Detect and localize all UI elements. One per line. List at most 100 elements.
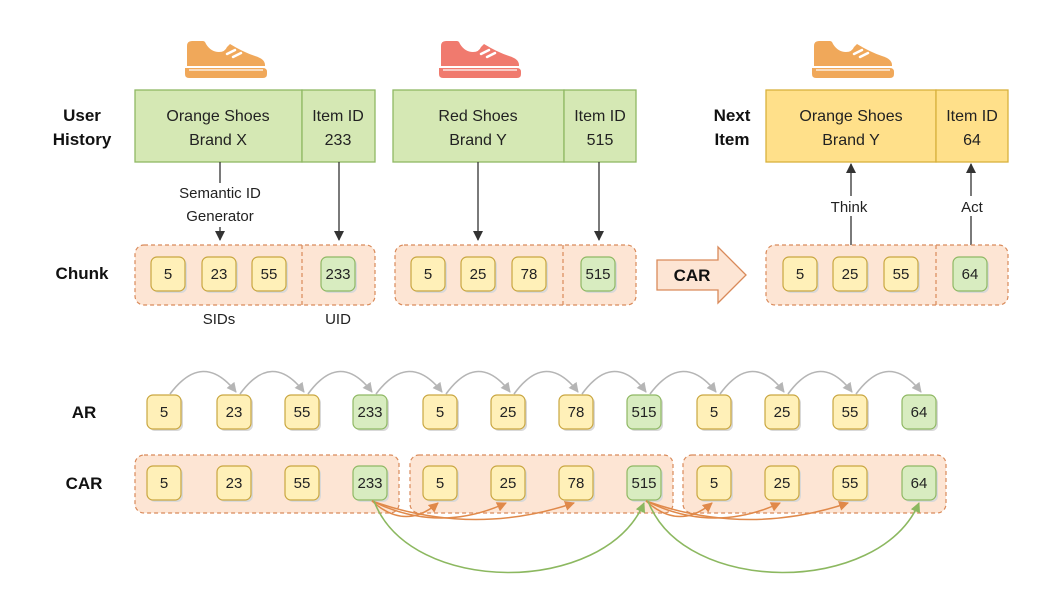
history-item-2-id-label: Item ID [574,108,626,125]
chunk-2-uid-token-label: 515 [585,266,610,283]
ar-sid-token-label: 5 [160,404,168,421]
car-sid-arrow [371,500,439,518]
ar-sid-token-label: 25 [774,404,791,421]
next-item-id: 64 [963,132,981,149]
ar-uid-token-label: 233 [357,404,382,421]
label-ar: AR [72,403,97,422]
chunk-3-uid-token-label: 64 [962,266,979,283]
ar-sid-token-label: 25 [500,404,517,421]
red-shoe-icon [439,41,521,78]
chunk-2-uid-token: 515 [580,256,617,293]
chunk-3-sid-token-label: 5 [796,266,804,283]
history-item-2-name: Red Shoes [438,108,517,125]
chunk-1-sid-token-label: 5 [164,266,172,283]
chunk-2-sid-token: 5 [410,256,447,293]
chunk-2-sid-token: 78 [511,256,548,293]
chunk-1-sid-token-label: 55 [261,266,278,283]
ar-sid-token: 25 [490,394,527,431]
label-history: History [53,130,112,149]
act-label-bg [953,196,991,216]
car-uid-arrow [373,500,646,574]
label-car: CAR [66,474,103,493]
car-uid-token: 233 [352,465,389,502]
car-sid-token: 25 [490,465,527,502]
car-uid-token-label: 515 [631,475,656,492]
chunk-2-sid-token: 25 [460,256,497,293]
ar-sid-token: 55 [284,394,321,431]
ar-sid-token-label: 5 [436,404,444,421]
ar-step-arrow [855,370,922,395]
ar-sid-token-label: 5 [710,404,718,421]
chunk-3-sid-token: 55 [883,256,920,293]
next-item-id-label: Item ID [946,108,998,125]
label-item: Item [715,130,750,149]
semantic-id-label-bg [168,183,274,227]
car-sid-token: 5 [696,465,733,502]
chunk-2-sid-token-label: 78 [521,266,538,283]
history-item-2-id: 515 [587,132,614,149]
label-user: User [63,106,101,125]
ar-sid-token: 55 [832,394,869,431]
history-item-1-id: 233 [325,132,352,149]
ar-sid-token-label: 55 [842,404,859,421]
chunk-2-sid-token-label: 5 [424,266,432,283]
car-sid-token-label: 78 [568,475,585,492]
ar-sid-token-label: 55 [294,404,311,421]
chunk-3-sid-token-label: 25 [842,266,859,283]
car-sid-token-label: 23 [226,475,243,492]
ar-row: 5 23 55 233 5 25 78 515 5 25 55 64 [146,370,938,431]
ar-sid-token-label: 23 [226,404,243,421]
chunk-3-sid-token-label: 55 [893,266,910,283]
car-arrow-label: CAR [674,266,711,285]
car-sid-token-label: 55 [294,475,311,492]
sids-label: SIDs [203,311,236,328]
ar-step-arrow [169,370,237,395]
act-label: Act [961,199,984,216]
car-sid-token-label: 5 [160,475,168,492]
car-sid-token-label: 25 [500,475,517,492]
orange-shoe-icon [812,41,894,78]
label-chunk: Chunk [56,264,109,283]
chunk-2-sid-token-label: 25 [470,266,487,283]
think-label: Think [831,199,868,216]
car-uid-token-label: 233 [357,475,382,492]
car-uid-token: 64 [901,465,938,502]
uid-label: UID [325,311,351,328]
car-sid-token-label: 5 [710,475,718,492]
car-sid-token-label: 55 [842,475,859,492]
ar-sid-token: 25 [764,394,801,431]
car-sid-token-label: 25 [774,475,791,492]
ar-uid-token-label: 64 [911,404,928,421]
orange-shoe-icon [185,41,267,78]
ar-uid-token: 233 [352,394,389,431]
ar-uid-token: 64 [901,394,938,431]
history-item-2-brand: Brand Y [449,132,507,149]
ar-step-arrow [649,370,717,395]
chunk-1-sid-token: 5 [150,256,187,293]
car-sid-arrow [371,500,575,521]
next-item: Orange Shoes Brand Y Item ID 64 [765,89,1009,163]
car-uid-token-label: 64 [911,475,928,492]
car-sid-token-label: 5 [436,475,444,492]
car-sid-arrow [645,500,781,519]
ar-step-arrow [719,370,785,395]
car-transform-arrow: CAR [656,245,747,305]
car-chunk-2 [409,454,674,514]
car-sid-arrow [645,500,713,518]
ar-uid-token-label: 515 [631,404,656,421]
ar-uid-token: 515 [626,394,663,431]
history-item-1-name: Orange Shoes [166,108,269,125]
chunk-1-sid-token: 23 [201,256,238,293]
history-item-2: Red Shoes Brand Y Item ID 515 [392,89,637,163]
car-uid-arrow [647,500,921,574]
car-sid-token: 25 [764,465,801,502]
car-sid-arrow [645,500,849,521]
ar-sid-token-label: 78 [568,404,585,421]
chunk-1-sid-token: 55 [251,256,288,293]
semantic-id-generator-line1: Semantic ID [179,185,261,202]
ar-step-arrow [239,370,305,395]
ar-sid-token: 5 [422,394,459,431]
car-sid-token: 55 [284,465,321,502]
label-next: Next [714,106,751,125]
